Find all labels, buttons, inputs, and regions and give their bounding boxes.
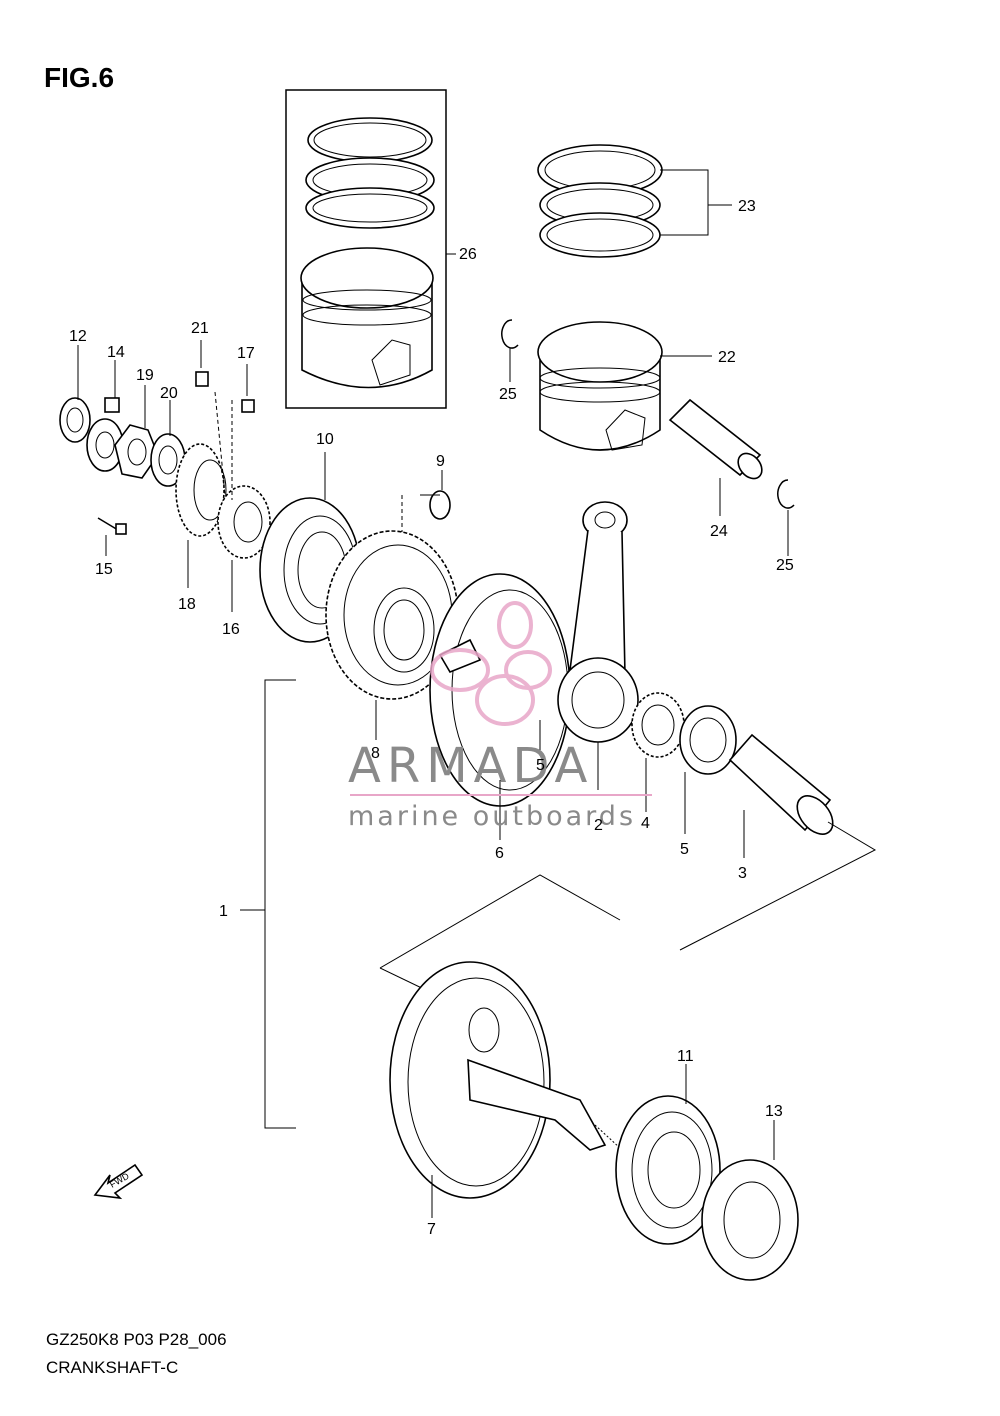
watermark-logo-icon: [430, 601, 552, 726]
callout-25b: 25: [776, 557, 794, 574]
piston-pin-part: [668, 398, 763, 516]
callout-14: 14: [107, 344, 125, 361]
callout-10: 10: [316, 431, 334, 448]
callout-20: 20: [160, 385, 178, 402]
callout-1: 1: [219, 903, 228, 920]
callout-15: 15: [95, 561, 113, 578]
callout-4: 4: [641, 815, 650, 832]
fwd-arrow-icon: FWD: [93, 1163, 144, 1200]
callout-16: 16: [222, 621, 240, 638]
crank-web-6-part: [429, 573, 571, 840]
figure-title: FIG.6: [44, 62, 115, 93]
callout-18: 18: [178, 596, 196, 613]
callout-26: 26: [459, 246, 477, 263]
crank-pin-part: [728, 733, 834, 858]
callout-22: 22: [718, 349, 736, 366]
oil-seal-13-part: [701, 1120, 799, 1281]
callout-6: 6: [495, 845, 504, 862]
drive-gear-parts: [59, 340, 271, 612]
piston-part: [537, 321, 712, 451]
callout-25a: 25: [499, 386, 517, 403]
callout-7: 7: [427, 1221, 436, 1238]
callout-13: 13: [765, 1103, 783, 1120]
callout-8: 8: [371, 745, 380, 762]
callout-5a: 5: [536, 757, 545, 774]
callout-23: 23: [738, 198, 756, 215]
model-code: GZ250K8 P03 P28_006: [46, 1330, 227, 1349]
callout-21: 21: [191, 320, 209, 337]
assembly-bracket: [240, 679, 296, 1129]
watermark-tagline: marine outboards: [348, 801, 636, 832]
piston-kit-box: [285, 89, 447, 409]
connecting-rod-part: [557, 501, 639, 790]
piston-rings-part: [537, 144, 732, 258]
callout-11: 11: [677, 1048, 694, 1065]
callout-17: 17: [237, 345, 255, 362]
callout-2: 2: [594, 817, 603, 834]
callout-5b: 5: [680, 841, 689, 858]
bearing-11-part: [615, 1064, 721, 1245]
crankshaft-7-part: [389, 961, 621, 1218]
callout-3: 3: [738, 865, 747, 882]
watermark-brand: ARMADA: [348, 738, 593, 794]
callout-12: 12: [69, 328, 87, 345]
figure-caption: CRANKSHAFT-C: [46, 1358, 179, 1377]
circlip-parts: [501, 319, 795, 556]
thrust-washer-part: [539, 705, 737, 834]
callout-24: 24: [710, 523, 728, 540]
callout-9: 9: [436, 453, 445, 470]
callout-19: 19: [136, 367, 154, 384]
